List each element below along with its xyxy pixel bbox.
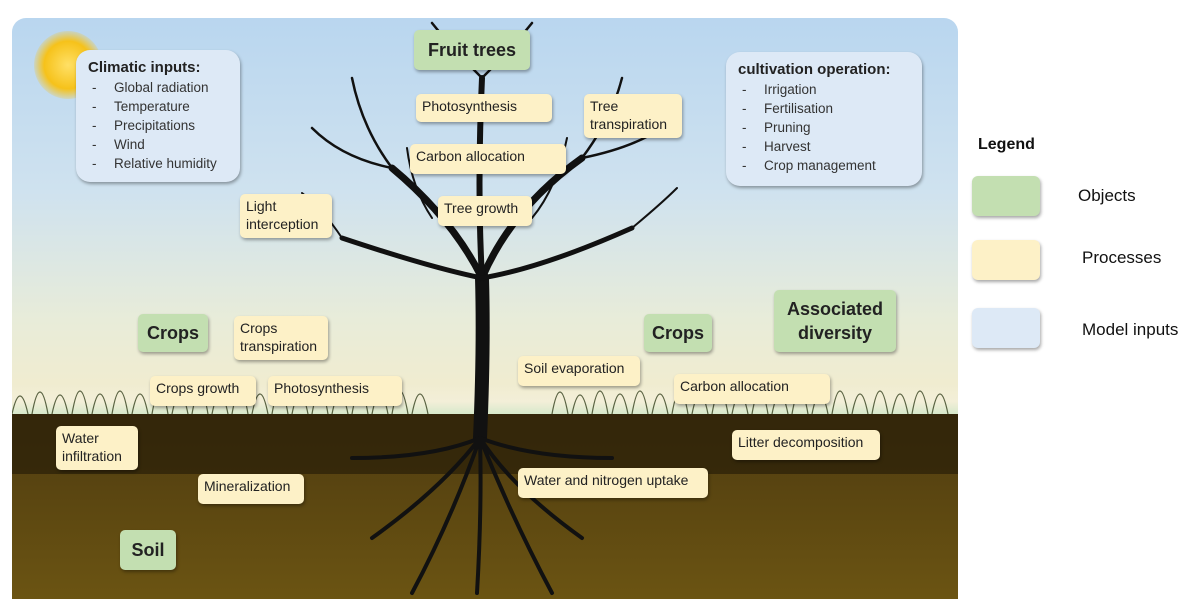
carbon-allocation-tree-process: Carbon allocation xyxy=(410,144,566,174)
scene-illustration: Fruit trees Crops Crops Associated diver… xyxy=(12,18,958,599)
climatic-inputs-title: Climatic inputs: xyxy=(88,59,201,76)
legend-model-inputs-swatch xyxy=(972,308,1040,348)
climatic-inputs-box: Climatic inputs: Global radiation Temper… xyxy=(76,50,240,182)
light-interception-process: Light interception xyxy=(240,194,332,238)
mineralization-process: Mineralization xyxy=(198,474,304,504)
litter-decomposition-process: Litter decomposition xyxy=(732,430,880,460)
cultivation-item: Irrigation xyxy=(738,80,910,99)
soil-evaporation-process: Soil evaporation xyxy=(518,356,640,386)
water-nitrogen-uptake-process: Water and nitrogen uptake xyxy=(518,468,708,498)
climatic-input-item: Global radiation xyxy=(88,78,228,97)
legend-processes-swatch xyxy=(972,240,1040,280)
legend-objects-label: Objects xyxy=(1078,186,1136,205)
carbon-allocation-crops-process: Carbon allocation xyxy=(674,374,830,404)
climatic-input-item: Relative humidity xyxy=(88,154,228,173)
cultivation-item: Crop management xyxy=(738,156,910,175)
photosynthesis-tree-process: Photosynthesis xyxy=(416,94,552,122)
legend-title: Legend xyxy=(978,136,1035,153)
tree-transpiration-process: Tree transpiration xyxy=(584,94,682,138)
cultivation-item: Harvest xyxy=(738,137,910,156)
tree-growth-process: Tree growth xyxy=(438,196,532,226)
cultivation-operation-list: Irrigation Fertilisation Pruning Harvest… xyxy=(738,80,910,175)
cultivation-operation-box: cultivation operation: Irrigation Fertil… xyxy=(726,52,922,186)
cultivation-item: Fertilisation xyxy=(738,99,910,118)
crops-growth-process: Crops growth xyxy=(150,376,256,406)
cultivation-operation-title: cultivation operation: xyxy=(738,61,891,78)
legend-model-inputs-label: Model inputs xyxy=(1082,320,1179,339)
fruit-trees-object: Fruit trees xyxy=(414,30,530,70)
crops-left-object: Crops xyxy=(138,314,208,352)
cultivation-item: Pruning xyxy=(738,118,910,137)
climatic-inputs-list: Global radiation Temperature Precipitati… xyxy=(88,78,228,173)
associated-diversity-object: Associated diversity xyxy=(774,290,896,352)
soil-object: Soil xyxy=(120,530,176,570)
climatic-input-item: Wind xyxy=(88,135,228,154)
legend-processes-label: Processes xyxy=(1082,248,1162,267)
water-infiltration-process: Water infiltration xyxy=(56,426,138,470)
crops-right-object: Crops xyxy=(644,314,712,352)
crops-transpiration-process: Crops transpiration xyxy=(234,316,328,360)
climatic-input-item: Temperature xyxy=(88,97,228,116)
photosynthesis-crops-process: Photosynthesis xyxy=(268,376,402,406)
legend-objects-swatch xyxy=(972,176,1040,216)
climatic-input-item: Precipitations xyxy=(88,116,228,135)
